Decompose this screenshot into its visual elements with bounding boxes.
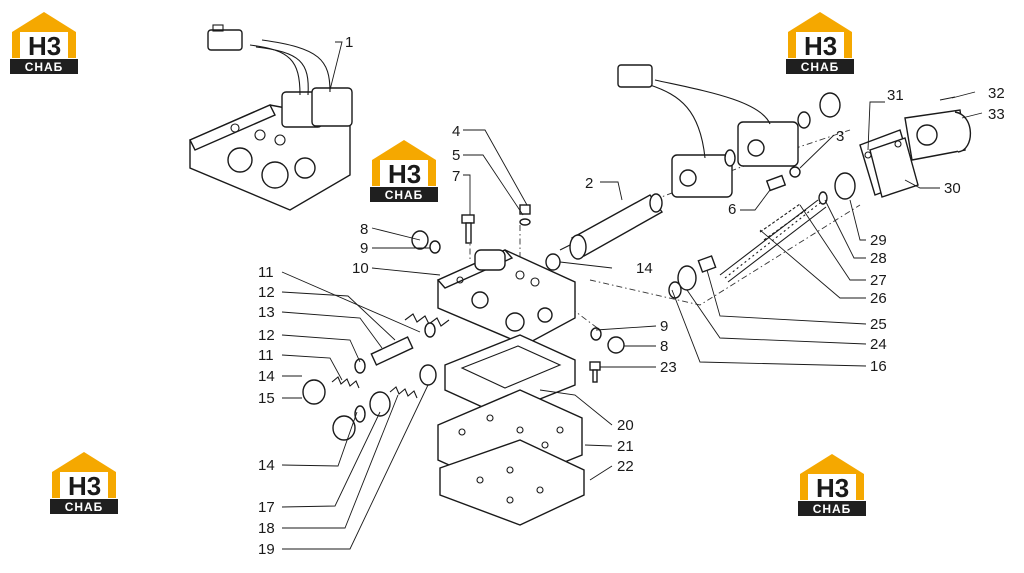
callout-8: 8 [360, 221, 368, 238]
callout-16: 16 [870, 358, 887, 375]
part-right-stack [668, 92, 972, 299]
callout-14: 14 [258, 368, 275, 385]
callout-11b: 11 [258, 347, 274, 364]
callout-30: 30 [944, 180, 961, 197]
callout-8b: 8 [660, 338, 668, 355]
brand-logo-top-right: H3 СНАБ [784, 10, 856, 76]
callout-31: 31 [887, 87, 904, 104]
callout-numbers: 1 2 3 4 5 6 7 8 9 10 11 12 13 12 11 14 1… [258, 34, 1005, 558]
callout-33: 33 [988, 106, 1005, 123]
callout-29: 29 [870, 232, 887, 249]
leader-lines [281, 41, 983, 550]
callout-7: 7 [452, 168, 460, 185]
callout-13: 13 [258, 304, 275, 321]
brand-word: СНАБ [813, 502, 852, 516]
callout-11: 11 [258, 264, 274, 281]
callout-14c: 14 [636, 260, 653, 277]
callout-6: 6 [728, 201, 736, 218]
brand-mark: H3 [68, 471, 101, 501]
callout-3: 3 [836, 128, 844, 145]
callout-25: 25 [870, 316, 887, 333]
callout-20: 20 [617, 417, 634, 434]
part-plates [437, 334, 585, 526]
brand-logo-bottom-right: H3 СНАБ [796, 452, 868, 518]
brand-logo-top-left: H3 СНАБ [8, 10, 80, 76]
callout-1: 1 [345, 34, 353, 51]
callout-19: 19 [258, 541, 275, 558]
callout-2: 2 [585, 175, 593, 192]
part-valve-body-10 [436, 249, 576, 346]
brand-logo-center: H3 СНАБ [368, 138, 440, 204]
callout-12: 12 [258, 284, 275, 301]
callout-9b: 9 [660, 318, 668, 335]
part-left-stack [302, 313, 450, 441]
brand-mark: H3 [816, 473, 849, 503]
callout-27: 27 [870, 272, 887, 289]
callout-5: 5 [452, 147, 460, 164]
callout-32: 32 [988, 85, 1005, 102]
callout-26: 26 [870, 290, 887, 307]
callout-4: 4 [452, 123, 460, 140]
callout-22: 22 [617, 458, 634, 475]
callout-10: 10 [352, 260, 369, 277]
brand-word: СНАБ [65, 500, 104, 514]
callout-12b: 12 [258, 327, 275, 344]
part-solenoid-coils [617, 64, 799, 198]
brand-word: СНАБ [385, 188, 424, 202]
callout-23: 23 [660, 359, 677, 376]
brand-mark: H3 [804, 31, 837, 61]
brand-word: СНАБ [25, 60, 64, 74]
callout-15: 15 [258, 390, 275, 407]
callout-9: 9 [360, 240, 368, 257]
part-valve-assembly-1 [189, 24, 353, 211]
part-cartridge-2 [559, 193, 664, 260]
brand-logo-bottom-left: H3 СНАБ [48, 450, 120, 516]
brand-mark: H3 [28, 31, 61, 61]
callout-24: 24 [870, 336, 887, 353]
brand-mark: H3 [388, 159, 421, 189]
callout-21: 21 [617, 438, 634, 455]
callout-14b: 14 [258, 457, 275, 474]
part-fasteners [411, 204, 625, 383]
callout-18: 18 [258, 520, 275, 537]
brand-word: СНАБ [801, 60, 840, 74]
callout-17: 17 [258, 499, 275, 516]
callout-28: 28 [870, 250, 887, 267]
